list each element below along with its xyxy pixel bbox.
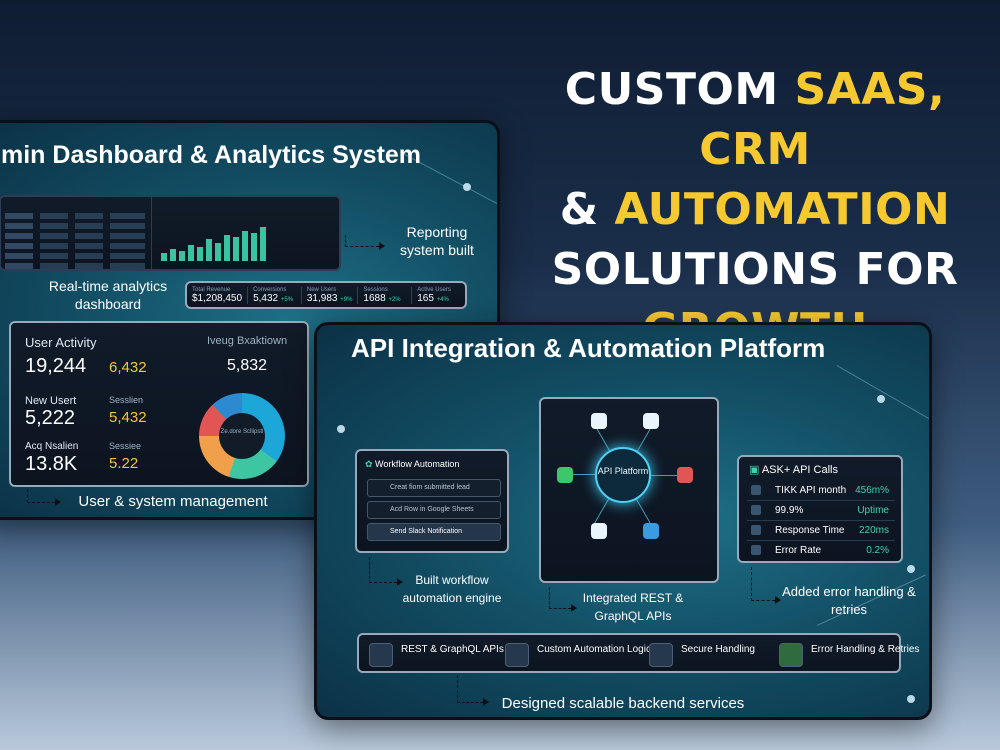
connector-arrow (457, 675, 489, 706)
user-management-caption: User & system management (78, 493, 268, 510)
integration-node-icon (557, 467, 573, 483)
api-platform-hub-node: API Platform (595, 447, 651, 503)
connector-arrow (751, 567, 781, 604)
connector-arrow (345, 235, 385, 250)
workflow-step[interactable]: Creat fiom submitted lead (367, 479, 501, 497)
realtime-caption: Real-time analytics dashboard (48, 278, 168, 312)
workflow-caption: Built workflow automation engine (402, 573, 502, 605)
activity-value-3: 5,832 (227, 357, 268, 374)
user-activity-card: User Activity Iveug Bxaktiown 19,244 6,4… (9, 321, 309, 487)
api-calls-title: ▣ ASK+ API Calls (749, 464, 838, 476)
reports-screen (0, 195, 341, 271)
breakdown-donut-chart (199, 393, 285, 479)
connector-arrow (549, 587, 577, 612)
backend-caption: Designed scalable backend services (501, 695, 745, 712)
rest-caption: Integrated REST & GraphQL APIs (582, 591, 684, 623)
bar-chart-thumbnail (161, 227, 266, 261)
acquisition-label: Acq Nsalien (25, 441, 79, 452)
activity-total: 19,244 (25, 355, 87, 377)
headline-line-3: SOLUTIONS FOR (551, 244, 959, 295)
api-platform-hub: API Platform (539, 397, 719, 583)
reporting-caption: Reporting system built (400, 224, 474, 258)
error-caption: Added error handling & retries (782, 584, 916, 617)
panel-title: min Dashboard & Analytics System (1, 141, 422, 169)
panel-title: API Integration & Automation Platform (351, 333, 826, 363)
network-dot (337, 425, 345, 433)
sessions-label: Sessiee (109, 441, 142, 451)
acquisition-value: 13.8K (25, 453, 78, 475)
warning-icon (779, 643, 803, 667)
admin-dashboard-panel: min Dashboard & Analytics System Reporti… (0, 120, 500, 520)
stat-total-revenue: Total Revenue$1,208,450 (187, 286, 249, 304)
user-activity-title: User Activity (25, 335, 97, 350)
graphql-icon (369, 643, 393, 667)
user-table-thumbnail (5, 209, 145, 273)
headline-line-1: CUSTOM SAAS, CRM (564, 64, 946, 175)
api-integration-panel: API Integration & Automation Platform ✿ … (314, 322, 932, 720)
integration-node-icon (643, 413, 659, 429)
network-dot (463, 183, 471, 191)
sessions-value: 5.22 (109, 455, 139, 472)
new-users-value: 5,222 (25, 407, 76, 429)
automation-icon (505, 643, 529, 667)
workflow-step[interactable]: Acd Row in Google Sheets (367, 501, 501, 519)
api-icon: ▣ (749, 464, 762, 476)
workflow-icon: ✿ (365, 459, 376, 469)
network-dot (907, 565, 915, 573)
breakdown-title: Iveug Bxaktiown (207, 335, 288, 347)
new-users-label: New Usert (25, 395, 77, 407)
network-line (836, 365, 929, 426)
workflow-automation-card: ✿ Workflow Automation Creat fiom submitt… (355, 449, 509, 553)
shield-icon (649, 643, 673, 667)
network-dot (877, 395, 885, 403)
donut-label: Ze.dore Scllipstl (220, 429, 264, 435)
headline-line-2: & AUTOMATION (559, 184, 951, 235)
session-value: 5,432 (109, 409, 147, 426)
integration-node-icon (591, 413, 607, 429)
workflow-step[interactable]: Send Slack Notification (367, 523, 501, 541)
network-dot (907, 695, 915, 703)
session-label: Sesslien (109, 395, 144, 405)
workflow-title: ✿ Workflow Automation (365, 459, 460, 469)
connector-arrow (27, 489, 61, 506)
activity-value-2: 6,432 (109, 359, 147, 376)
connector-arrow (369, 557, 403, 586)
api-stat-row: 99.9%Uptime (747, 501, 895, 521)
integration-node-icon (677, 467, 693, 483)
integration-node-icon (643, 523, 659, 539)
feature-strip: REST & GraphQL APIs Custom Automation Lo… (357, 633, 919, 673)
integration-node-icon (591, 523, 607, 539)
headline: CUSTOM SAAS, CRM & AUTOMATION SOLUTIONS … (520, 60, 990, 360)
